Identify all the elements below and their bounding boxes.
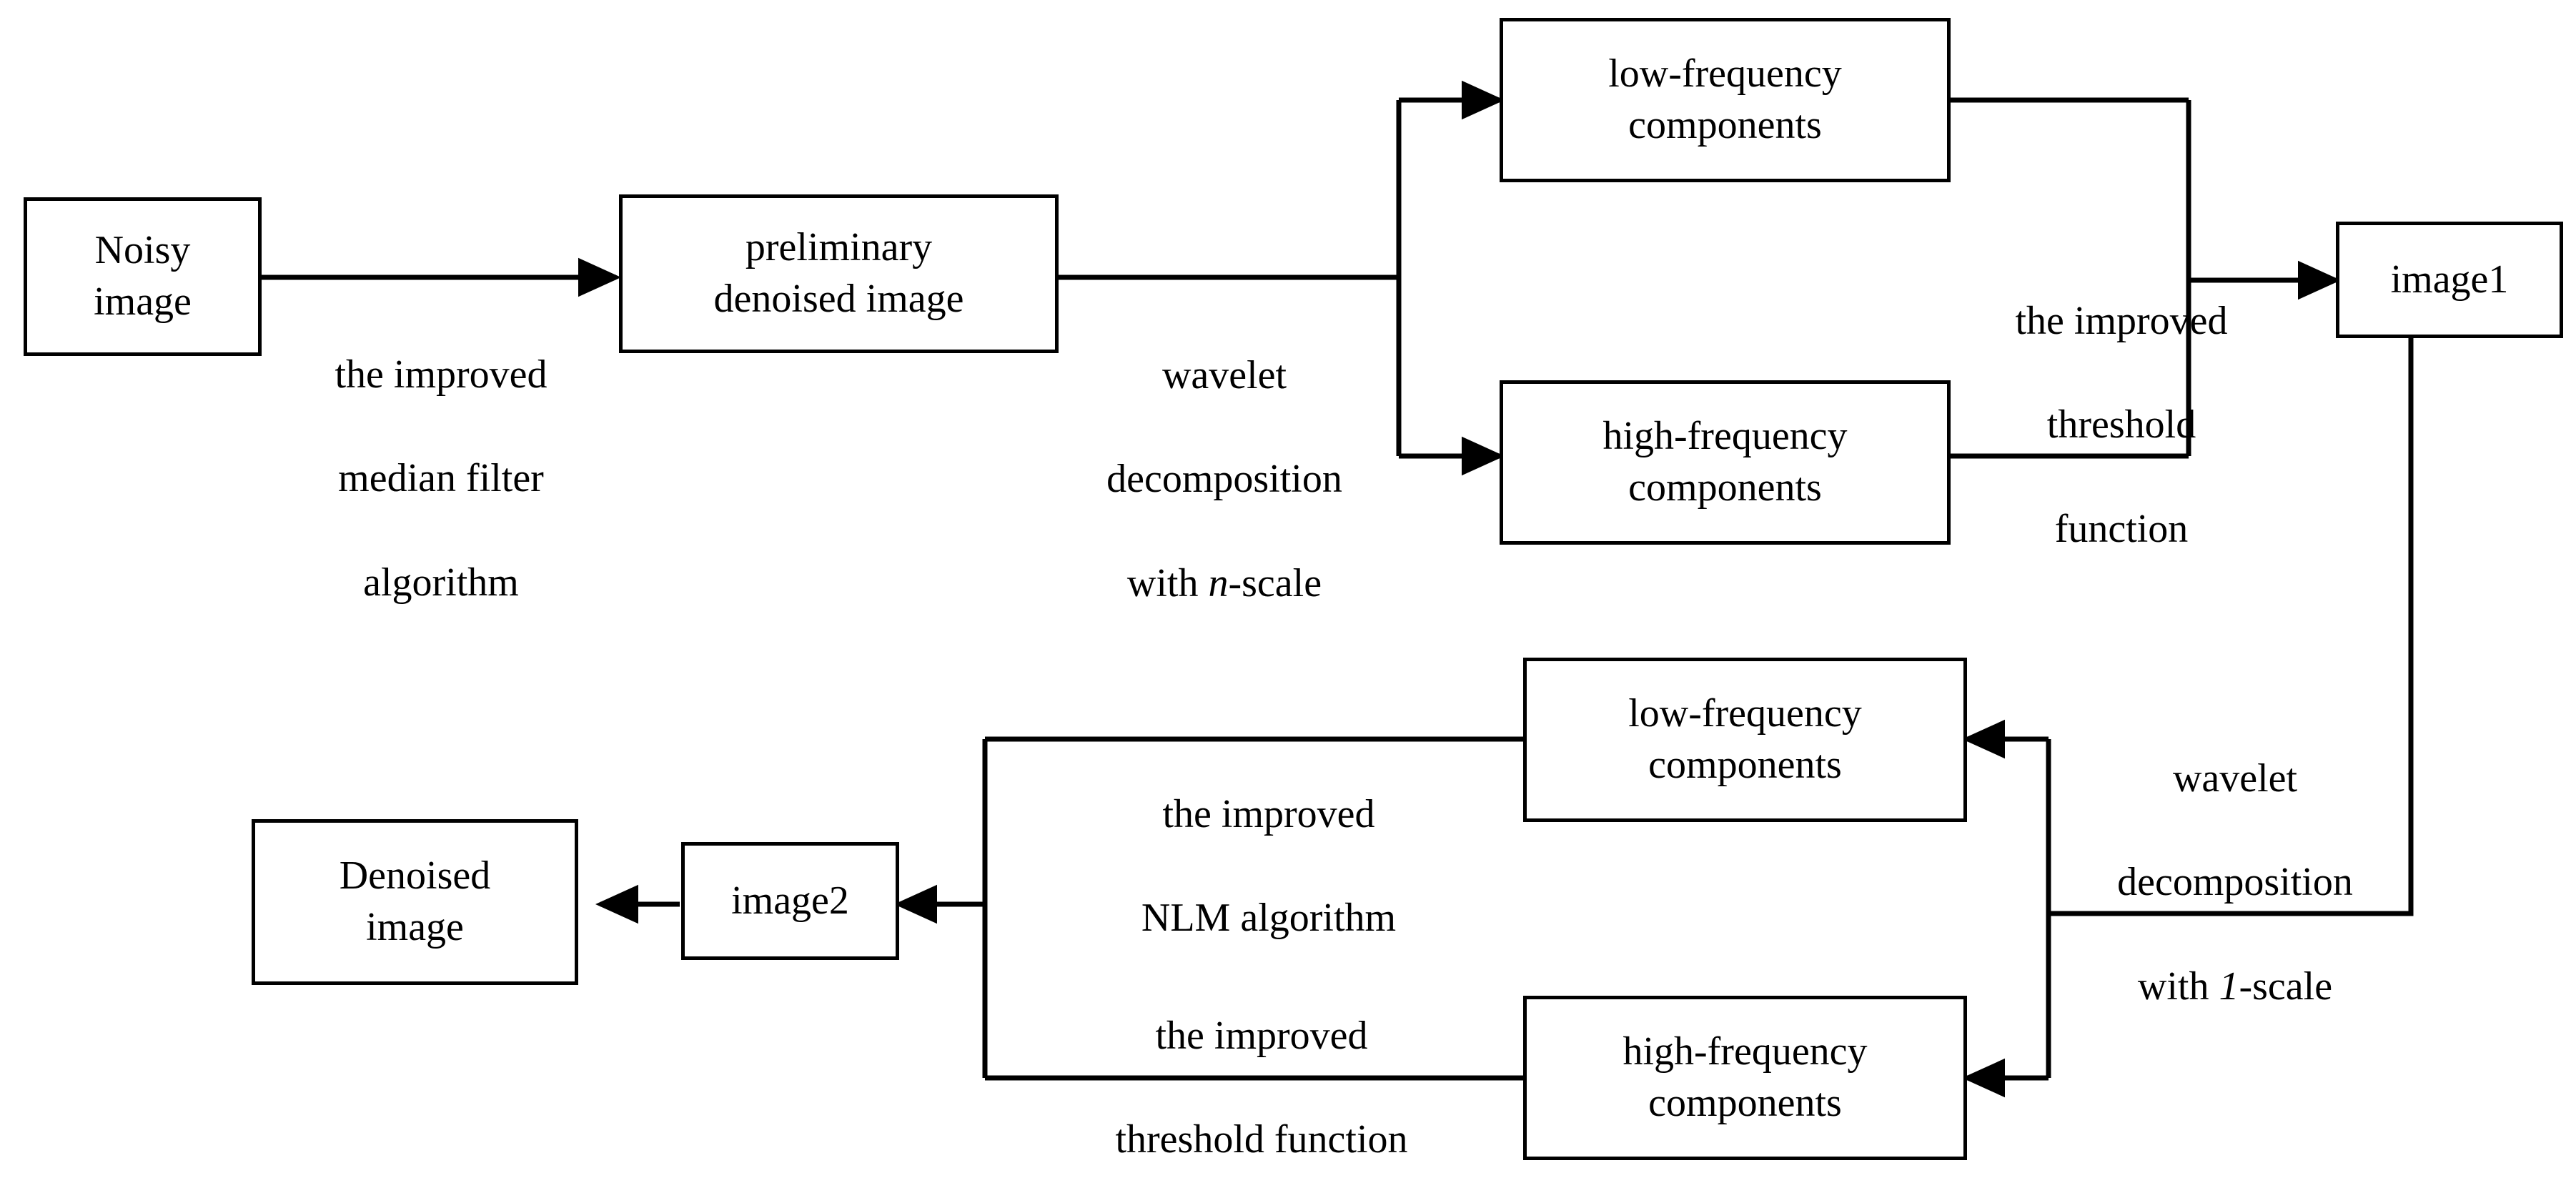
node-high-frequency-components-bottom-label: high-frequency components bbox=[1623, 1029, 1868, 1125]
edge-label-wavelet-decomposition-n-scale: wavelet decomposition with n-scale bbox=[1051, 297, 1398, 610]
node-high-frequency-components-top[interactable]: high-frequency components bbox=[1500, 380, 1951, 545]
edge-label-line-3a: with bbox=[1126, 560, 1209, 605]
edge-label-line-1: wavelet bbox=[1161, 352, 1287, 397]
node-image1[interactable]: image1 bbox=[2336, 222, 2563, 338]
edge-label-improved-threshold-function-top: the improved threshold function bbox=[1964, 243, 2279, 555]
edge-label-improved-nlm-algorithm: the improved NLM algorithm bbox=[1036, 736, 1501, 944]
node-noisy-image-label: Noisy image bbox=[94, 228, 192, 324]
edge-label-line-2: threshold function bbox=[1115, 1117, 1408, 1162]
edge-label-improved-threshold-function-bottom: the improved threshold function bbox=[1015, 958, 1508, 1166]
node-image2-label: image2 bbox=[731, 878, 849, 923]
edge-label-line-1: the improved bbox=[1162, 791, 1375, 836]
edge-label-line-2: decomposition bbox=[1106, 457, 1342, 502]
node-high-frequency-components-bottom[interactable]: high-frequency components bbox=[1523, 996, 1967, 1160]
edge-label-line-3a: with bbox=[2137, 964, 2219, 1009]
node-low-frequency-components-top-label: low-frequency components bbox=[1608, 51, 1842, 147]
edge-label-line-3: function bbox=[2054, 506, 2189, 551]
edge-label-wavelet-decomposition-1-scale: wavelet decomposition with 1-scale bbox=[2059, 701, 2412, 1013]
edge-label-line-3b: -scale bbox=[1228, 560, 1322, 605]
node-low-frequency-components-top[interactable]: low-frequency components bbox=[1500, 18, 1951, 182]
edge-label-line-1: the improved bbox=[2015, 298, 2228, 343]
node-image1-label: image1 bbox=[2390, 257, 2509, 302]
node-denoised-image[interactable]: Denoised image bbox=[252, 819, 578, 985]
node-low-frequency-components-bottom-label: low-frequency components bbox=[1628, 691, 1862, 787]
edge-label-scale-variable: 1 bbox=[2219, 964, 2239, 1009]
node-denoised-image-label: Denoised image bbox=[339, 853, 491, 949]
edge-label-line-2: median filter bbox=[338, 456, 544, 501]
edge-label-line-2: decomposition bbox=[2117, 860, 2353, 905]
edge-label-line-3: algorithm bbox=[363, 560, 519, 605]
node-high-frequency-components-top-label: high-frequency components bbox=[1602, 414, 1848, 510]
node-preliminary-denoised-image-label: preliminary denoised image bbox=[713, 225, 964, 321]
node-noisy-image[interactable]: Noisy image bbox=[24, 197, 262, 356]
edge-label-scale-variable: n bbox=[1208, 560, 1229, 605]
edge-label-line-3b: -scale bbox=[2239, 964, 2333, 1009]
node-image2[interactable]: image2 bbox=[681, 842, 899, 960]
edge-label-median-filter-algorithm: the improved median filter algorithm bbox=[266, 297, 616, 609]
edge-label-line-1: wavelet bbox=[2172, 756, 2298, 801]
node-low-frequency-components-bottom[interactable]: low-frequency components bbox=[1523, 658, 1967, 822]
node-preliminary-denoised-image[interactable]: preliminary denoised image bbox=[619, 194, 1059, 353]
edge-label-line-1: the improved bbox=[1155, 1013, 1368, 1058]
edge-label-line-2: threshold bbox=[2046, 402, 2196, 447]
edge-label-line-1: the improved bbox=[335, 352, 548, 397]
edge-label-line-2: NLM algorithm bbox=[1141, 896, 1397, 941]
